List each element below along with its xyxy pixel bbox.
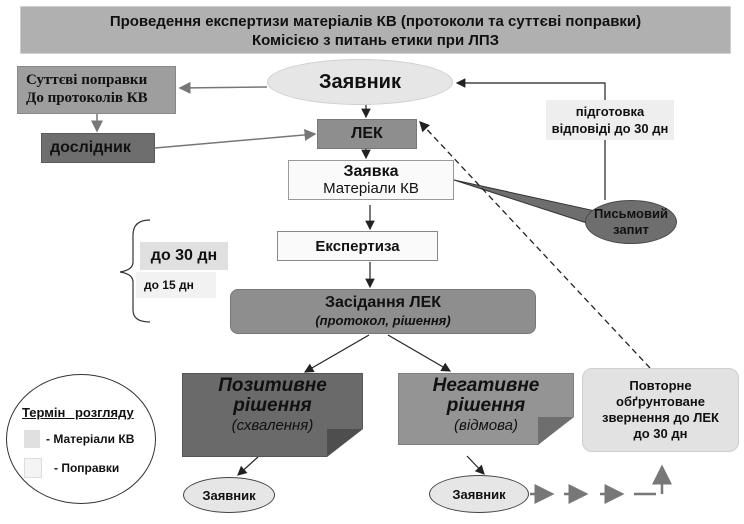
term-30-label: до 30 дн [150,247,218,264]
term-15-days: до 15 дн [136,272,216,298]
term-15-label: до 15 дн [144,278,194,292]
lek-label: ЛЕК [351,125,383,142]
page-fold-icon [538,417,574,445]
title-line-1: Проведення експертизи матеріалів КВ (про… [109,13,642,30]
legend-swatch-amendments [24,458,42,478]
negative-line-1: Негативне [432,375,540,396]
written-request-callout: Письмовий запит [585,200,677,244]
request-box: Заявка Матеріали КВ [288,160,454,200]
positive-line-1: Позитивне [218,375,327,396]
legend-label-amendments: - Поправки [54,461,120,475]
response-prep-line-1: підготовка [575,104,645,119]
diagram-title: Проведення експертизи матеріалів КВ (про… [20,6,731,54]
response-prep-line-2: відповіді до 30 дн [551,121,669,136]
request-subtitle: Матеріали КВ [323,180,419,197]
title-line-2: Комісією з питань етики при ЛПЗ [251,32,500,49]
arrow-prep-to-applicant-top [455,78,606,100]
time-brace [119,219,151,323]
arrow-negative-to-applicant [466,455,485,475]
positive-decision-note: Позитивне рішення (схвалення) [182,373,363,457]
researcher-box: дослідник [41,133,155,163]
response-prep-label: підготовка відповіді до 30 дн [546,100,674,140]
repeat-appeal-box: Повторне обґрунтоване звернення до ЛЕК д… [582,368,739,452]
lek-box: ЛЕК [317,119,417,149]
positive-line-2: рішення [233,395,312,416]
lek-meeting-box: Засідання ЛЕК (протокол, рішення) [230,289,536,334]
page-fold-icon [327,429,363,457]
meeting-title: Засідання ЛЕК [324,293,442,311]
negative-decision-note: Негативне рішення (відмова) [398,373,574,445]
repeat-line-1: Повторне [629,378,692,393]
amendments-line-2: До протоколів КВ [26,90,148,106]
request-title: Заявка [343,163,399,180]
written-request-line-2: запит [613,222,649,237]
applicant-ellipse-top: Заявник [267,59,453,105]
applicant-top-label: Заявник [318,70,401,93]
arrow-positive-to-applicant [237,456,259,476]
applicant-negative-label: Заявник [452,486,506,502]
repeat-line-2: обґрунтоване [616,394,705,409]
legend-swatch-materials [24,430,40,448]
legend-item-amendments: - Поправки [24,458,119,478]
negative-sub: (відмова) [454,417,518,434]
amendments-line-1: Суттєві поправки [26,72,148,88]
arrow-meeting-to-negative [387,334,452,372]
written-request-line-1: Письмовий [594,206,668,221]
applicant-ellipse-positive: Заявник [183,477,275,513]
arrow-meeting-to-positive [303,334,370,373]
dashed-arrow-repeat-to-lek [419,121,651,369]
arrow-researcher-to-lek [154,128,317,149]
expertise-label: Експертиза [315,237,400,255]
negative-line-2: рішення [446,395,526,416]
meeting-subtitle: (протокол, рішення) [315,312,451,328]
repeat-line-3: звернення до ЛЕК [602,410,719,425]
positive-sub: (схвалення) [231,417,314,434]
legend-label-materials: - Матеріали КВ [46,432,135,446]
arrow-applicant-to-amendments [178,81,268,94]
callout-tail [453,179,601,225]
legend-title: Термін розгляду [22,405,134,420]
expertise-box: Експертиза [277,231,438,261]
legend-item-materials: - Матеріали КВ [24,430,134,448]
applicant-positive-label: Заявник [202,487,256,503]
amendments-box: Суттєві поправки До протоколів КВ [17,66,176,114]
term-30-days: до 30 дн [140,242,228,270]
applicant-ellipse-negative: Заявник [429,475,529,513]
repeat-line-4: до 30 дн [633,426,688,441]
